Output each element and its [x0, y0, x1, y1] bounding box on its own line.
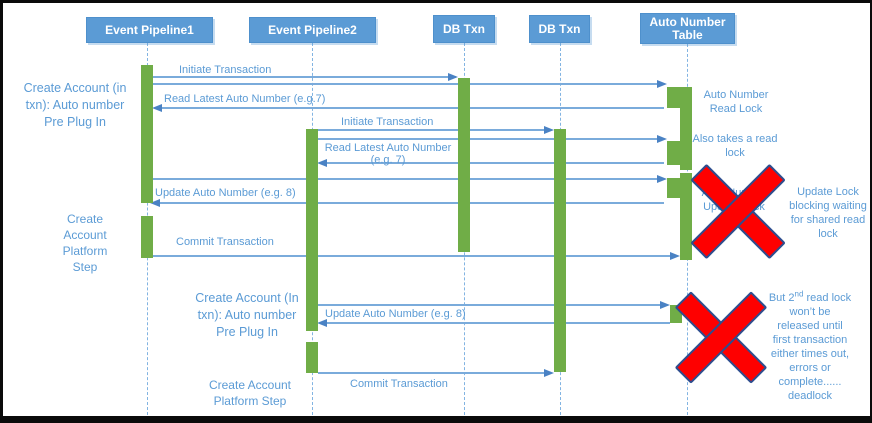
- step-label-p2-platform: Create Account Platform Step: [208, 378, 292, 408]
- activation-pipeline2-commit: [306, 342, 318, 373]
- activation-read-lock-2: [667, 141, 680, 165]
- actor-label: DB Txn: [443, 21, 485, 36]
- message-commit-txn-1-line: [153, 255, 671, 257]
- activation-pipeline1-commit: [141, 216, 153, 258]
- message-label-initiate-txn-1: Initiate Transaction: [179, 64, 272, 76]
- message-label-update-auto-number-1: Update Auto Number (e.g. 8): [155, 187, 296, 199]
- message-read-latest-2-line: [326, 162, 664, 164]
- message-update-request-2-line: [318, 304, 661, 306]
- arrowhead-right-icon: [448, 73, 458, 81]
- actor-auto-number-table: Auto Number Table: [640, 13, 735, 44]
- actor-db-txn-2: DB Txn: [529, 15, 590, 43]
- actor-event-pipeline-1: Event Pipeline1: [86, 17, 213, 43]
- actor-event-pipeline-2: Event Pipeline2: [249, 17, 376, 43]
- message-commit-txn-2-line: [318, 372, 546, 374]
- actor-label: Event Pipeline2: [268, 22, 357, 37]
- arrowhead-left-icon: [317, 159, 327, 167]
- message-read-latest-1-line: [161, 107, 664, 109]
- annotation-deadlock: But 2nd read lock won’t be released unti…: [759, 273, 861, 416]
- activation-db-txn-1: [458, 78, 470, 252]
- arrowhead-left-icon: [150, 199, 160, 207]
- message-update-auto-number-1-line: [159, 202, 664, 204]
- annotation-deadlock-rest: won’t be released until first transactio…: [770, 305, 850, 402]
- message-label-read-latest-2: Read Latest Auto Number (e.g. 7): [324, 142, 452, 166]
- activation-db-txn-2: [554, 129, 566, 372]
- activation-auto-number-main-1: [680, 87, 692, 170]
- arrowhead-right-icon: [657, 135, 667, 143]
- step-label-p1-plugin: Create Account (in txn): Auto number Pre…: [23, 81, 127, 129]
- message-read-request-2-line: [318, 138, 658, 140]
- message-label-commit-txn-2: Commit Transaction: [350, 378, 448, 390]
- arrowhead-right-icon: [544, 369, 554, 377]
- step-label-p2-plugin: Create Account (In txn): Auto number Pre…: [195, 291, 299, 339]
- activation-pipeline2-txn: [306, 129, 318, 331]
- message-label-initiate-txn-2: Initiate Transaction: [341, 116, 434, 128]
- activation-pipeline1-txn: [141, 65, 153, 203]
- message-label-commit-txn-1: Commit Transaction: [176, 236, 274, 248]
- message-initiate-txn-1-line: [153, 76, 456, 78]
- actor-label: Event Pipeline1: [105, 22, 194, 37]
- arrowhead-right-icon: [544, 126, 554, 134]
- annotation-deadlock-line1: But 2nd read lock: [768, 289, 852, 304]
- message-label-read-latest-1: Read Latest Auto Number (e.g.7): [164, 93, 326, 105]
- message-read-request-1-line: [153, 83, 658, 85]
- message-update-request-1-line: [153, 178, 658, 180]
- actor-db-txn-1: DB Txn: [433, 15, 495, 43]
- message-label-update-auto-number-2: Update Auto Number (e.g. 8): [325, 308, 466, 320]
- step-label-p1-platform: Create Account Platform Step: [62, 212, 108, 274]
- arrowhead-right-icon: [660, 301, 670, 309]
- arrowhead-left-icon: [152, 104, 162, 112]
- actor-label: Auto Number Table: [649, 14, 726, 42]
- annotation-read-lock: Auto Number Read Lock: [703, 89, 769, 115]
- activation-auto-number-main-2: [680, 173, 692, 260]
- actor-label: DB Txn: [538, 21, 581, 36]
- arrowhead-right-icon: [670, 252, 680, 260]
- arrowhead-right-icon: [657, 80, 667, 88]
- annotation-also-read-lock: Also takes a read lock: [692, 133, 778, 159]
- activation-update-lock-1: [667, 178, 680, 198]
- annotation-update-blocking: Update Lock blocking waiting for shared …: [789, 186, 867, 240]
- arrowhead-left-icon: [317, 319, 327, 327]
- message-initiate-txn-2-line: [318, 129, 546, 131]
- arrowhead-right-icon: [657, 175, 667, 183]
- activation-read-lock-1: [667, 87, 680, 108]
- message-update-auto-number-2-line: [326, 322, 670, 324]
